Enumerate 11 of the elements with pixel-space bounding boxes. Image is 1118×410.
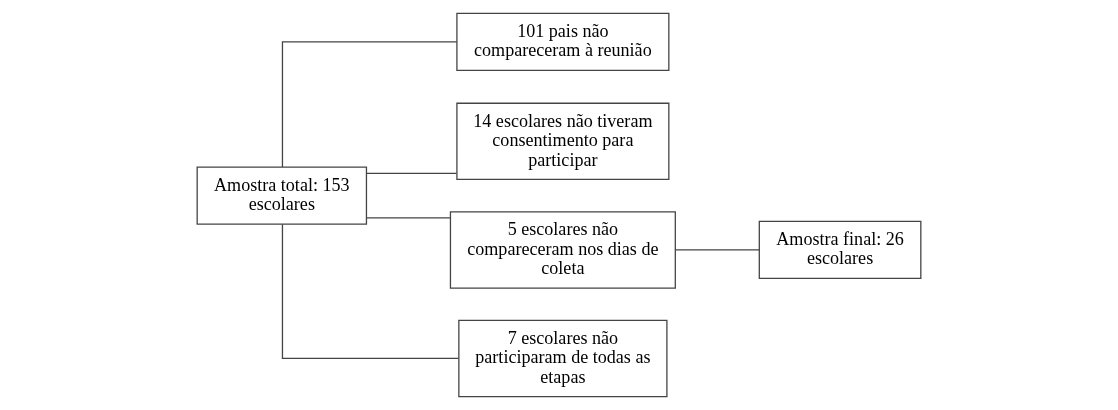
node-box: 7 escolares não participaram de todas as etapas <box>458 319 668 398</box>
connector <box>365 217 451 219</box>
connector <box>281 223 460 360</box>
connector <box>365 172 458 174</box>
connector <box>281 41 458 168</box>
node-box: Amostra final: 26 escolares <box>758 220 922 279</box>
node-box: Amostra total: 153 escolares <box>196 166 368 225</box>
node-box: 14 escolares não tiveram consentimento para participar <box>456 102 670 181</box>
node-box: 101 pais não compareceram à reunião <box>456 12 670 71</box>
node-box: 5 escolares não compareceram nos dias de coleta <box>449 211 676 289</box>
connector <box>675 249 760 251</box>
